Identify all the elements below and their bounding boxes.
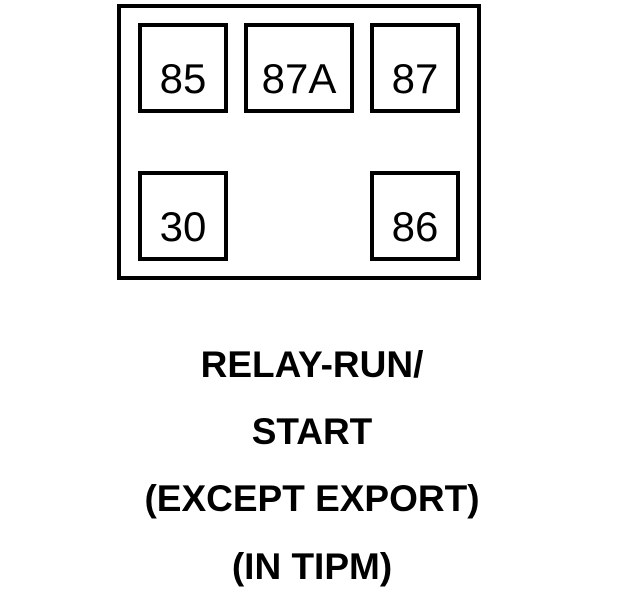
pin-terminal-30[interactable]: 30 (138, 171, 228, 261)
pin-label-87: 87 (391, 55, 439, 102)
caption-line-2: START (251, 411, 373, 452)
caption-line-4: (IN TIPM) (231, 546, 393, 587)
pin-terminal-86[interactable]: 86 (370, 171, 460, 261)
pin-terminal-87[interactable]: 87 (370, 23, 460, 113)
diagram-caption: RELAY-RUN/ START (EXCEPT EXPORT) (IN TIP… (0, 340, 624, 585)
pin-terminal-85[interactable]: 85 (138, 23, 228, 113)
pin-label-85: 85 (159, 55, 207, 102)
pin-label-30: 30 (159, 203, 207, 250)
pin-terminal-87a[interactable]: 87A (244, 23, 354, 113)
caption-line-1: RELAY-RUN/ (200, 344, 424, 385)
pin-label-87a: 87A (261, 55, 337, 102)
caption-line-3: (EXCEPT EXPORT) (144, 478, 480, 519)
pin-label-86: 86 (391, 203, 439, 250)
